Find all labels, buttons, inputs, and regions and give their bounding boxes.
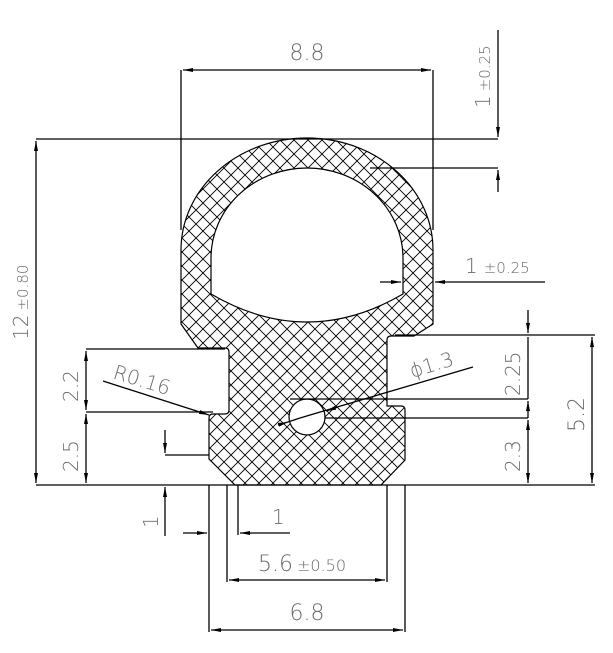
dim-wall-side: 1±0.25: [380, 254, 545, 284]
dim-label-total-height: 12±0.80: [9, 265, 33, 340]
dim-right-heights: 2.25 2.3 5.2: [290, 310, 595, 483]
dim-label-wall-side: 1±0.25: [465, 254, 530, 278]
dim-wall-top: 1±0.25: [36, 30, 500, 192]
dim-label-wall-top: 1±0.25: [471, 45, 495, 108]
dim-label-right-total: 5.2: [565, 397, 590, 432]
dim-label-chamfer-vertical: 1: [139, 515, 163, 528]
dim-label-left-lower: 2.5: [59, 440, 83, 472]
dim-top-width: 8.8: [180, 41, 434, 230]
dim-radius: R0.16: [102, 360, 210, 416]
dim-base-width: 6.8: [211, 485, 406, 632]
dim-total-height: 12±0.80: [9, 141, 595, 486]
dim-left-heights: 2.2 2.5: [59, 348, 225, 483]
dim-label-neck-width: 5.6±0.50: [258, 552, 346, 577]
dim-label-right-upper: 2.25: [501, 351, 525, 396]
dim-label-base-width: 6.8: [290, 601, 325, 626]
dim-label-left-upper: 2.2: [59, 370, 83, 402]
dim-label-top-width: 8.8: [290, 41, 325, 66]
dim-label-chamfer-horizontal: 1: [272, 505, 285, 529]
dim-label-hole: ϕ1.3: [406, 347, 456, 383]
seal-profile: [180, 137, 434, 486]
dim-neck-width: 5.6±0.50: [226, 485, 388, 582]
dim-chamfer: 1 1: [139, 430, 290, 632]
dim-label-right-lower: 2.3: [501, 440, 525, 472]
